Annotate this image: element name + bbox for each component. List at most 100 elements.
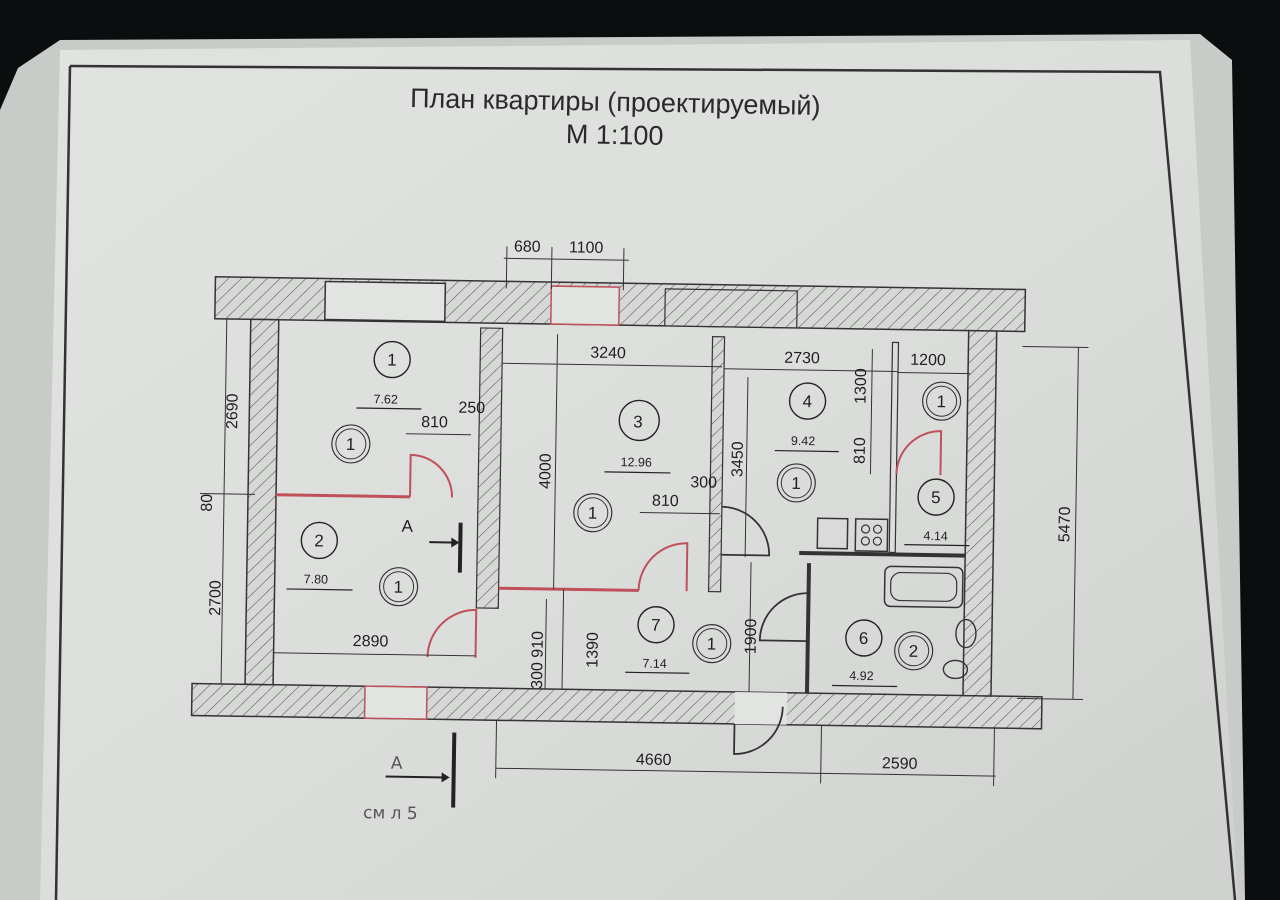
svg-text:1: 1 (791, 474, 801, 493)
finish-mark: 1 (573, 493, 613, 533)
door-arc-room3 (637, 542, 689, 592)
room-area: 12.96 (620, 455, 652, 469)
dim-1300: 1300 (853, 368, 871, 404)
wall-room1-room3 (475, 327, 504, 609)
finish-mark: 1 (921, 381, 962, 421)
door-arc-entry (733, 706, 784, 755)
svg-text:1: 1 (393, 578, 403, 597)
section-mark-bottom: А см л 5 (363, 732, 457, 824)
room-4: 4 9.42 (774, 382, 839, 453)
dim-3240: 3240 (590, 345, 626, 363)
dim-4660: 4660 (636, 751, 672, 769)
door-entry-red (363, 685, 428, 720)
room-number: 3 (633, 412, 643, 431)
door-arc-room1 (409, 453, 454, 498)
window-room3 (549, 285, 621, 326)
door-arc-room2 (426, 608, 478, 658)
svg-text:2: 2 (909, 642, 919, 661)
window-room1 (324, 280, 447, 323)
room-number: 7 (651, 616, 661, 635)
dim-1100: 1100 (569, 239, 604, 257)
stove-burner-icon (872, 524, 883, 534)
door-arc-room4 (721, 505, 771, 557)
wall-room4-room6 (799, 550, 966, 558)
bathtub-inner-icon (890, 571, 958, 602)
room-number: 5 (931, 488, 941, 507)
dim-2690: 2690 (224, 393, 242, 429)
room-area: 4.92 (849, 669, 874, 683)
finish-mark: 1 (379, 567, 419, 607)
room-6: 6 4.92 (832, 619, 898, 688)
dim-810-kitchen: 810 (852, 437, 869, 464)
stove-burner-icon (860, 524, 871, 534)
dim-2590: 2590 (882, 755, 918, 773)
finish-mark: 1 (776, 463, 816, 503)
room-7: 7 7.14 (625, 606, 690, 674)
left-wall (244, 318, 280, 686)
stove-burner-icon (872, 536, 882, 546)
wall-room1-room2 (276, 493, 411, 499)
sheet-frame-left (54, 65, 72, 900)
window-room4 (664, 288, 798, 329)
dim-2700: 2700 (207, 580, 225, 616)
dim-80: 80 (199, 494, 216, 512)
section-sheet-ref: см л 5 (363, 803, 418, 824)
dim-4000: 4000 (537, 453, 555, 489)
section-letter-bottom: А (391, 754, 403, 774)
room-area: 7.14 (642, 657, 667, 671)
room-3: 3 12.96 (604, 399, 671, 474)
finish-mark: 1 (692, 624, 732, 664)
room-number: 4 (802, 392, 812, 411)
door-entry-gap (734, 691, 787, 725)
room-number: 2 (314, 531, 324, 550)
plan-group: 680 1100 3240 2730 1200 1300 810 810 250… (190, 238, 1089, 824)
dim-300: 300 (690, 474, 717, 491)
dim-250: 250 (458, 400, 485, 417)
svg-text:1: 1 (936, 392, 946, 411)
finish-mark: 2 (894, 631, 934, 671)
dimension-lines (200, 246, 1089, 787)
toilet-icon (942, 659, 969, 680)
room-area: 4.14 (923, 529, 948, 543)
plan-title-block: План квартиры (проектируемый) М 1:100 (339, 81, 890, 158)
bathtub-icon (883, 565, 964, 609)
dim-1200: 1200 (910, 352, 946, 370)
section-letter: А (401, 517, 413, 536)
room-number: 1 (387, 350, 397, 369)
dim-1900: 1900 (743, 618, 761, 654)
dim-1390: 1390 (584, 632, 602, 668)
dim-680: 680 (514, 238, 541, 255)
svg-text:1: 1 (588, 504, 598, 523)
room-number: 6 (859, 629, 869, 648)
dim-810-room3: 810 (652, 493, 679, 510)
sheet-frame (69, 64, 1237, 900)
finish-mark: 1 (331, 424, 371, 464)
section-mark-top: А (401, 517, 463, 573)
wall-room3-room7 (498, 586, 639, 592)
stove-burner-icon (860, 536, 870, 546)
dim-2730: 2730 (784, 350, 820, 368)
wall-room7-room6 (804, 563, 812, 694)
washbasin-icon (955, 618, 977, 649)
room-5: 5 4.14 (904, 478, 970, 547)
svg-text:1: 1 (346, 435, 356, 454)
door-arc-room5 (895, 430, 943, 476)
room-2: 2 7.80 (286, 521, 353, 591)
paper-page (40, 40, 1238, 900)
dim-300-910: 300 910 (529, 631, 547, 689)
room-area: 7.62 (373, 392, 398, 406)
wall-room3-room4 (707, 335, 726, 593)
room-area: 9.42 (791, 434, 816, 448)
dim-3450: 3450 (729, 441, 747, 477)
door-arc-room6 (758, 592, 809, 643)
room-1: 1 7.62 (356, 340, 422, 410)
svg-text:1: 1 (707, 635, 717, 654)
stove-icon (854, 518, 889, 553)
dim-2890: 2890 (353, 633, 389, 651)
room-area: 7.80 (304, 572, 329, 586)
right-wall (962, 329, 998, 697)
sink-icon (816, 517, 849, 550)
dim-810-room1: 810 (421, 414, 448, 431)
